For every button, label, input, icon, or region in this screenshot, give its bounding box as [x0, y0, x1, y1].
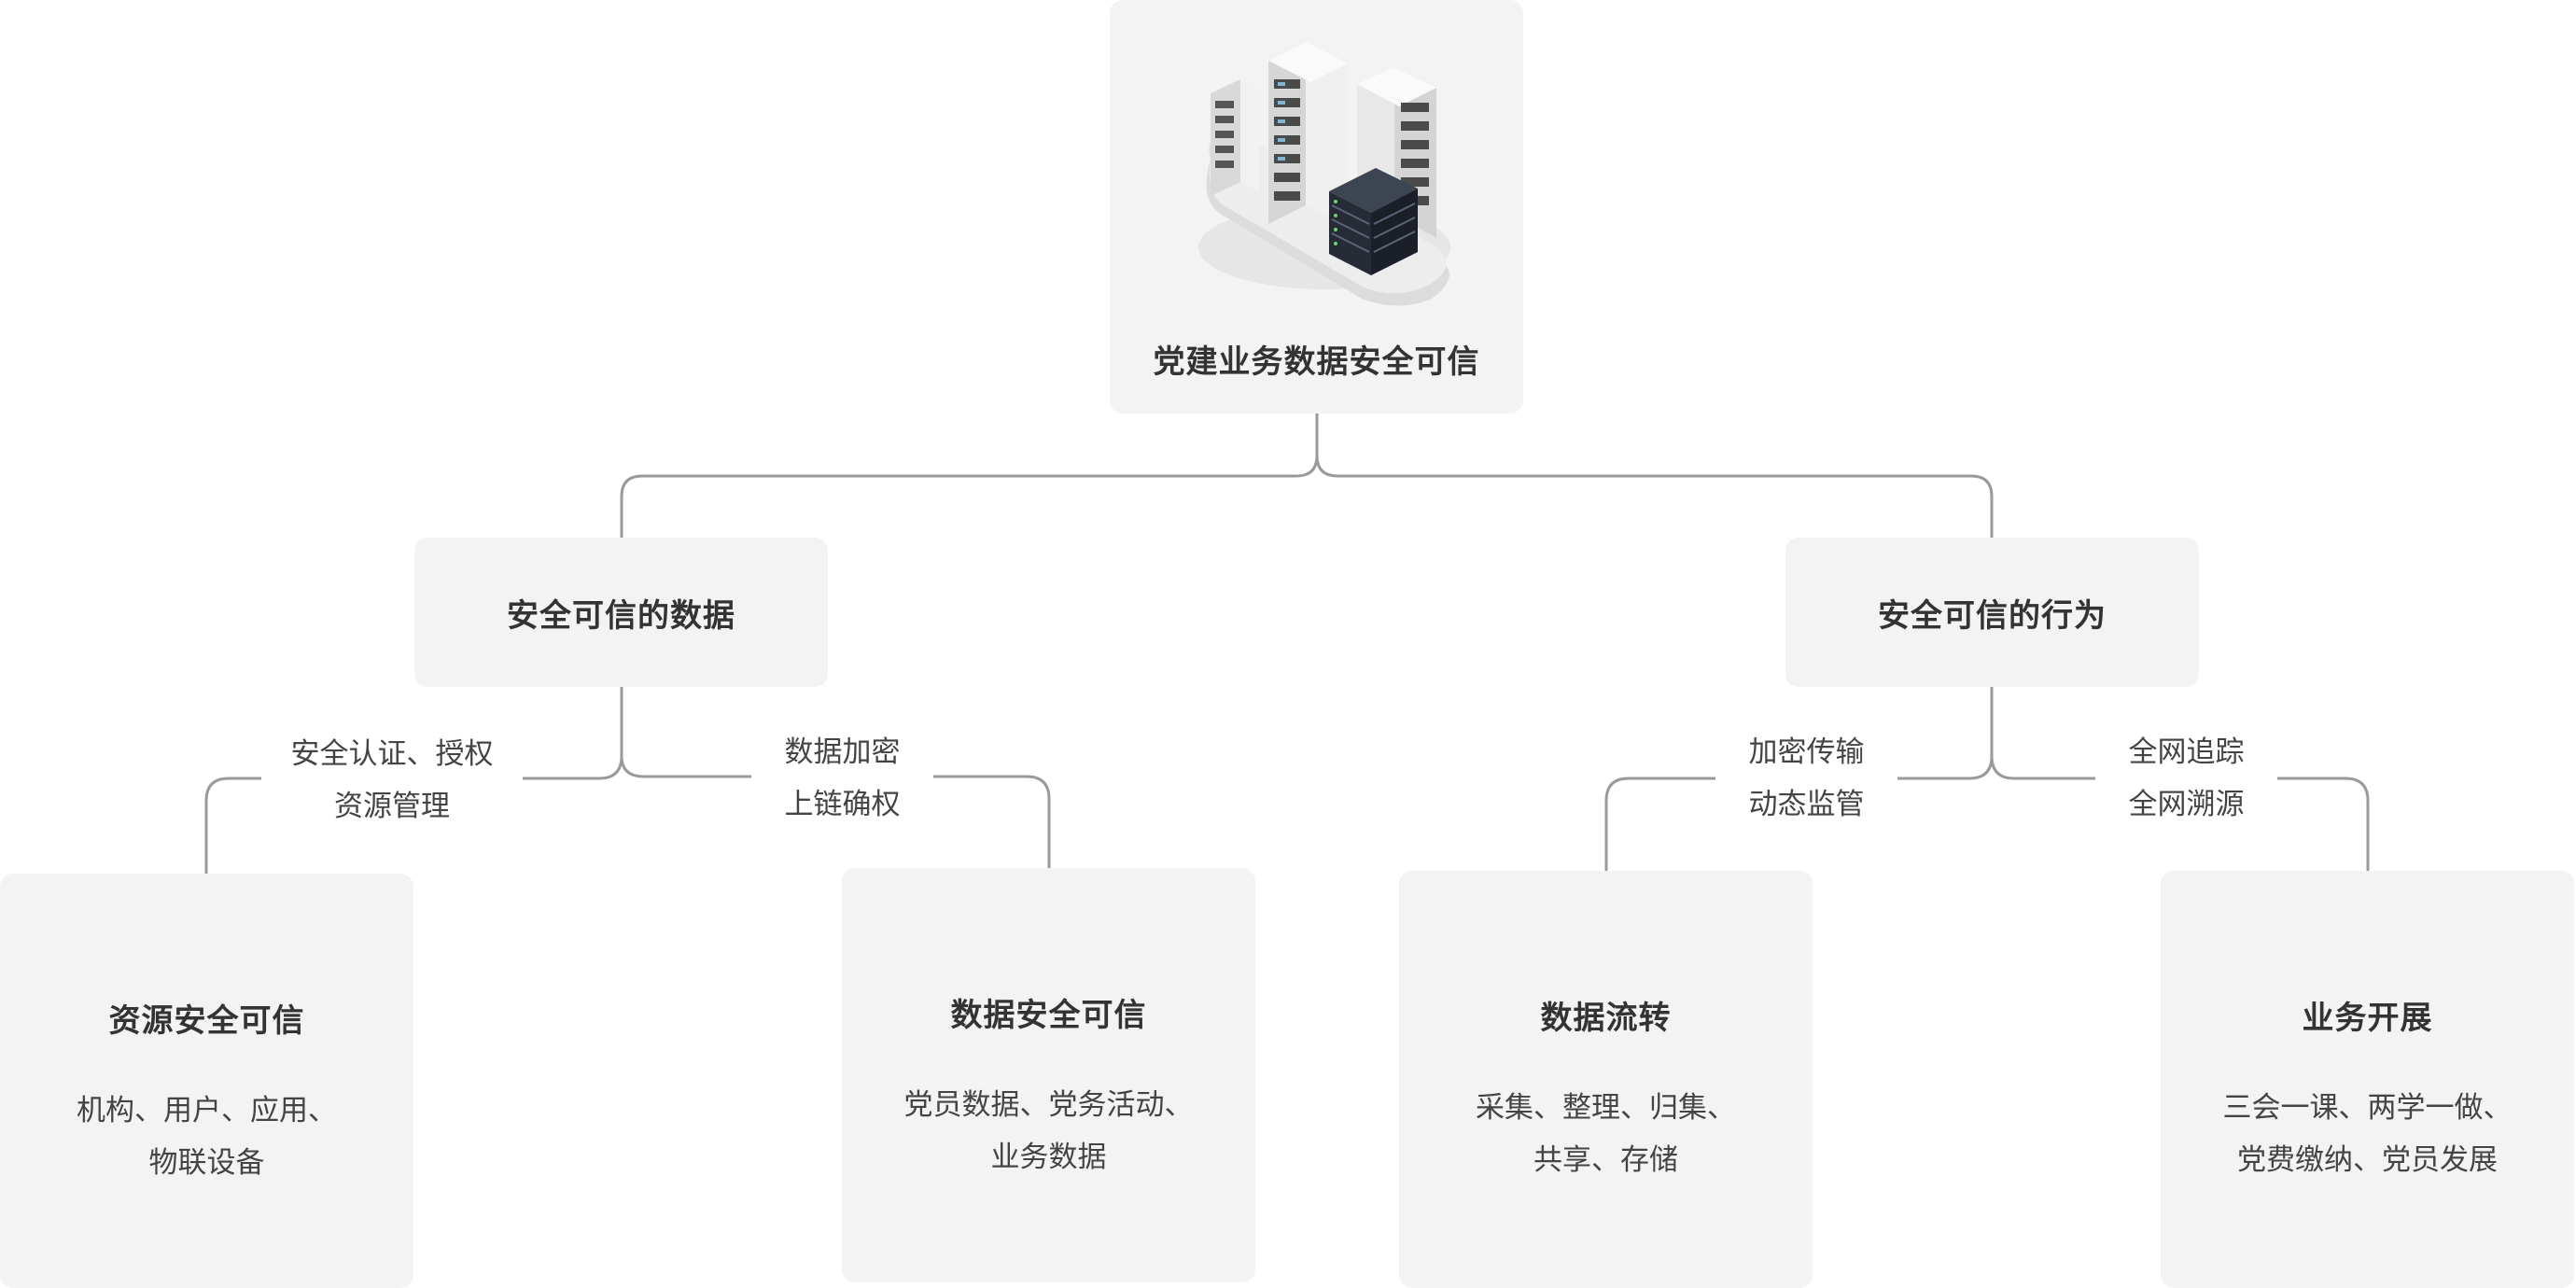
branch-title: 安全可信的数据	[507, 597, 735, 634]
edge-label-line: 数据加密	[784, 735, 901, 768]
leaf-title: 资源安全可信	[108, 1003, 305, 1039]
edge-label-line: 全网追踪	[2128, 735, 2245, 768]
root-node: 党建业务数据安全可信	[1110, 0, 1523, 413]
leaf-node: 资源安全可信 机构、用户、应用、 物联设备	[0, 874, 413, 1288]
edge-label-line: 全网溯源	[2128, 788, 2245, 820]
root-title: 党建业务数据安全可信	[1153, 344, 1480, 380]
leaf-desc-line: 业务数据	[990, 1141, 1107, 1173]
edge-label-line: 动态监管	[1748, 788, 1865, 820]
branch-title: 安全可信的行为	[1878, 597, 2107, 634]
leaf-description: 机构、用户、应用、 物联设备	[0, 1085, 413, 1189]
branch-node-behavior: 安全可信的行为	[1785, 538, 2199, 687]
leaf-desc-line: 党员数据、党务活动、	[903, 1088, 1194, 1121]
edge-label: 全网追踪 全网溯源	[2095, 726, 2277, 831]
edge-label-line: 安全认证、授权	[290, 737, 494, 770]
edge-label-line: 资源管理	[334, 790, 450, 822]
edge-label: 加密传输 动态监管	[1715, 726, 1897, 831]
leaf-title: 数据流转	[1540, 1001, 1672, 1036]
leaf-description: 党员数据、党务活动、 业务数据	[842, 1079, 1255, 1183]
leaf-desc-line: 党费缴纳、党员发展	[2237, 1143, 2498, 1176]
edge-label-line: 加密传输	[1748, 735, 1865, 768]
leaf-desc-line: 三会一课、两学一做、	[2222, 1091, 2513, 1124]
leaf-description: 采集、整理、归集、 共享、存储	[1399, 1082, 1813, 1186]
leaf-node: 业务开展 三会一课、两学一做、 党费缴纳、党员发展	[2161, 871, 2574, 1288]
leaf-title: 数据安全可信	[950, 998, 1147, 1033]
leaf-node: 数据流转 采集、整理、归集、 共享、存储	[1399, 871, 1813, 1288]
leaf-node: 数据安全可信 党员数据、党务活动、 业务数据	[842, 868, 1255, 1282]
branch-node-data: 安全可信的数据	[414, 538, 828, 687]
leaf-title: 业务开展	[2302, 1001, 2433, 1036]
edge-label: 安全认证、授权 资源管理	[261, 728, 523, 833]
leaf-desc-line: 物联设备	[148, 1146, 265, 1179]
edge-label-line: 上链确权	[784, 788, 901, 820]
leaf-desc-line: 机构、用户、应用、	[77, 1094, 337, 1127]
leaf-description: 三会一课、两学一做、 党费缴纳、党员发展	[2161, 1082, 2574, 1186]
server-cloud-icon	[1184, 28, 1464, 322]
leaf-desc-line: 共享、存储	[1533, 1143, 1678, 1176]
leaf-desc-line: 采集、整理、归集、	[1476, 1091, 1736, 1124]
edge-label: 数据加密 上链确权	[751, 726, 933, 831]
